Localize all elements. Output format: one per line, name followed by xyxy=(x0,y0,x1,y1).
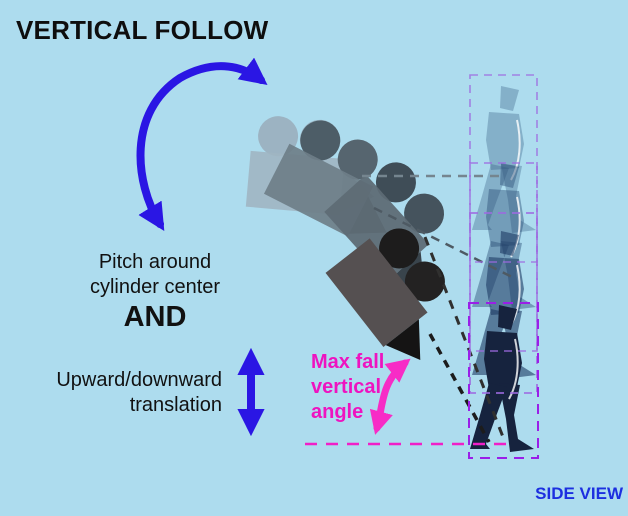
page-title: VERTICAL FOLLOW xyxy=(16,15,269,45)
max-fall-angle-label: Max fall vertical angle xyxy=(311,350,384,425)
and-label: AND xyxy=(123,301,187,333)
pitch-around-line2: cylinder center xyxy=(89,276,221,298)
translation-line2: translation xyxy=(129,394,222,416)
max-fall-line3: angle xyxy=(311,401,364,423)
max-fall-angle-arrow-icon xyxy=(369,358,411,435)
character-icon-ghost-4 xyxy=(469,304,535,453)
translation-line1: Upward/downward xyxy=(56,369,222,391)
max-fall-line1: Max fall xyxy=(311,351,385,373)
side-view-label: SIDE VIEW xyxy=(535,484,623,503)
max-fall-line2: vertical xyxy=(311,376,382,398)
camera-sight-line-4 xyxy=(428,333,491,443)
translation-label: Upward/downward translation xyxy=(20,368,222,418)
pitch-around-label: Pitch around cylinder center xyxy=(55,250,255,300)
camera-sight-line-2 xyxy=(373,206,513,279)
camera-sight-line-3 xyxy=(423,236,505,438)
pitch-around-line1: Pitch around xyxy=(98,251,212,273)
camera-icon-ghost-4 xyxy=(325,228,445,361)
character-bounds-box-4 xyxy=(468,302,539,459)
pitch-rotation-arrow-icon xyxy=(136,57,268,231)
character-bounds-box-2 xyxy=(469,162,538,352)
